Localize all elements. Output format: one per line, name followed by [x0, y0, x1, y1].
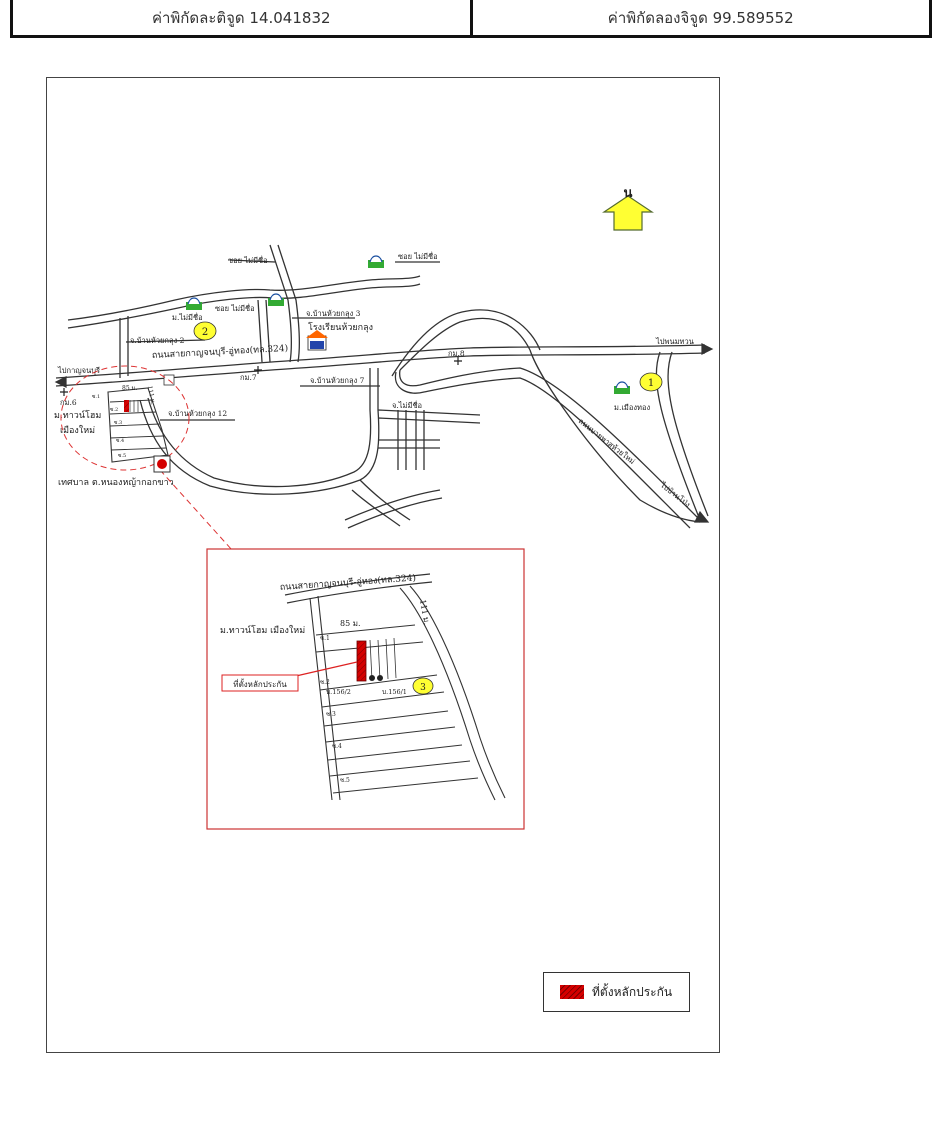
municipality-label: เทศบาล ต.หนองหญ้ากอกขาว: [58, 477, 174, 488]
soi-label-1: ซอย ไม่มีชื่อ: [228, 255, 268, 265]
collateral-plot-small: [124, 400, 129, 412]
svg-text:ซ.2: ซ.2: [110, 407, 118, 413]
svg-text:85 ม.: 85 ม.: [340, 619, 361, 628]
longitude-cell: ค่าพิกัดลองจิจูด 99.589552: [607, 8, 794, 27]
ban-huai-kaluang-12-label: จ.บ้านห้วยกลุง 12: [168, 409, 227, 418]
direction-arrows: [54, 343, 714, 523]
svg-text:111 ม.: 111 ม.: [146, 385, 156, 405]
svg-text:ซ.1: ซ.1: [320, 635, 330, 642]
km6-label: กม.6: [60, 398, 77, 407]
bypass-label: ถนนบายพาสห้วยใหม่: [577, 416, 637, 466]
legend-collateral-swatch: [560, 985, 584, 999]
km7-marker-icon: [254, 366, 262, 374]
coordinate-bar: ค่าพิกัดละติจูด 14.041832 ค่าพิกัดลองจิจ…: [10, 0, 932, 38]
legend-label: ที่ตั้งหลักประกัน: [592, 984, 673, 999]
road-network: [55, 244, 709, 529]
arrow-to-kanchanaburi-icon: [54, 376, 67, 388]
inset-collateral-label: ที่ตั้งหลักประกัน: [233, 678, 287, 689]
svg-text:บ.156/2: บ.156/2: [326, 688, 351, 696]
marker-1: 1: [639, 372, 663, 392]
svg-text:ซ.1: ซ.1: [92, 394, 100, 400]
svg-text:ซ.5: ซ.5: [118, 453, 126, 459]
km6-marker-icon: [60, 388, 68, 396]
ban-huai-kaluang-3-label: จ.บ้านห้วยกลุง 3: [306, 309, 361, 318]
village-icon-2: [268, 293, 284, 306]
inset-village-label: ม.ทาวน์โฮม เมืองใหม่: [220, 624, 305, 636]
latitude-cell: ค่าพิกัดละติจูด 14.041832: [13, 0, 473, 35]
svg-text:ซ.2: ซ.2: [320, 679, 330, 686]
inset-map: ถนนสายกาญจนบุรี-อู่ทอง(ทล.324) ม.ทาวน์โฮ…: [206, 548, 525, 830]
upper-road: [67, 275, 421, 321]
svg-text:111 ม.: 111 ม.: [418, 599, 431, 626]
svg-text:ซ.3: ซ.3: [114, 420, 122, 426]
legend: ที่ตั้งหลักประกัน: [543, 972, 690, 1012]
north-label: น: [624, 186, 633, 201]
school-icon: [306, 330, 328, 351]
school-label: โรงเรียนห้วยกลุง: [308, 322, 373, 333]
svg-text:ซ.4: ซ.4: [116, 438, 124, 444]
muang-thong-label: ม.เมืองทอง: [614, 403, 650, 412]
village-icon-4: [614, 381, 630, 394]
svg-text:2: 2: [202, 327, 208, 338]
km8-label: กม.8: [448, 349, 465, 358]
svg-text:ซ.3: ซ.3: [326, 711, 336, 718]
to-ban-pong-label: ไปบ้านโป่ง: [658, 480, 692, 510]
collateral-plot-inset: [356, 640, 367, 682]
arrow-to-phanom-thuan-icon: [701, 343, 714, 355]
km-markers: [60, 357, 462, 396]
km8-marker-icon: [454, 357, 462, 365]
moo-label: ม.ไม่มีชื่อ: [172, 312, 203, 322]
svg-text:บ.156/1: บ.156/1: [382, 688, 407, 696]
svg-text:1: 1: [648, 378, 654, 389]
highway-324-lower: [55, 352, 706, 387]
highway-324-upper: [55, 344, 706, 379]
north-arrow-icon: น: [602, 186, 654, 231]
soi-label-4: จ.ไม่มีชื่อ: [392, 400, 422, 410]
town-home-label-1: ม.ทาวน์โฮม: [54, 409, 101, 421]
ban-huai-kaluang-7-label: จ.บ้านห้วยกลุง 7: [310, 376, 365, 385]
marker-2: 2: [193, 321, 217, 341]
village-icon-3: [368, 255, 384, 268]
soi-label-3: ซอย ไม่มีชื่อ: [215, 303, 255, 313]
to-phanom-thuan-label: ไปพนมทวน: [655, 337, 694, 346]
marker-3: 3: [412, 677, 434, 695]
svg-text:3: 3: [420, 683, 426, 693]
arrow-to-ban-pong-icon: [694, 510, 710, 523]
svg-text:85 ม.: 85 ม.: [122, 385, 137, 392]
village-icon-1: [186, 297, 202, 310]
km7-label: กม.7: [240, 373, 257, 382]
soi-label-2: ซอย ไม่มีชื่อ: [398, 251, 438, 261]
svg-text:ซ.5: ซ.5: [340, 777, 350, 784]
zoom-connector: [159, 469, 233, 551]
zoom-circle: [60, 365, 190, 471]
to-kanchanaburi-label: ไปกาญจนบุรี: [57, 366, 100, 375]
municipality-icon: [153, 455, 171, 473]
ban-huai-kaluang-2-label: จ.บ้านห้วยกลุง 2: [130, 336, 185, 345]
main-road-label: ถนนสายกาญจนบุรี-อู่ทอง(ทล.324): [152, 343, 289, 361]
svg-text:ซ.4: ซ.4: [332, 743, 342, 750]
town-home-label-2: เมืองใหม่: [60, 425, 95, 436]
